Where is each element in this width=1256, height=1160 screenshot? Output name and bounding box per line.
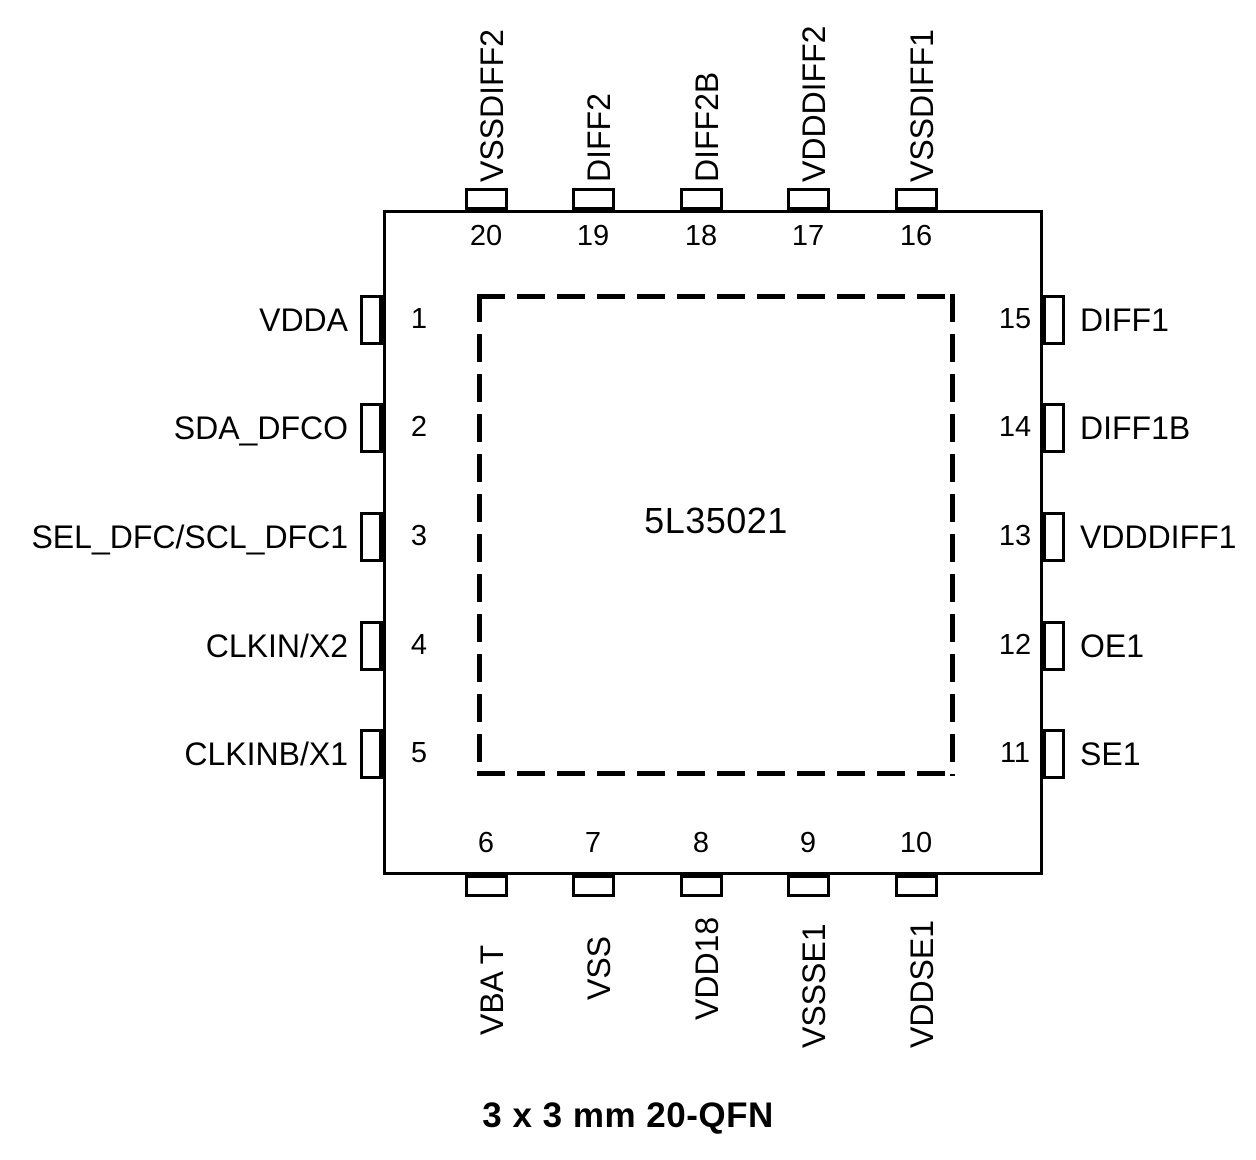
pin-number-20: 20: [469, 220, 503, 252]
pin-pad-8[interactable]: [680, 874, 723, 897]
pin-pad-3[interactable]: [360, 512, 383, 562]
pin-label-20: VSSDIFF2: [474, 29, 510, 182]
pin-pad-2[interactable]: [360, 403, 383, 453]
pin-number-9: 9: [799, 827, 817, 859]
pin-label-10: VDDSE1: [904, 919, 940, 1048]
pin-pad-20[interactable]: [465, 188, 508, 211]
pin-number-1: 1: [410, 303, 428, 335]
pin-pad-12[interactable]: [1042, 621, 1065, 671]
pin-label-17: VDDDIFF2: [796, 25, 832, 182]
pin-number-2: 2: [410, 411, 428, 443]
pin-pad-9[interactable]: [787, 874, 830, 897]
pin-number-12: 12: [998, 629, 1032, 661]
pin-label-18: DIFF2B: [689, 71, 725, 182]
pin-pad-4[interactable]: [360, 621, 383, 671]
pin-number-13: 13: [998, 520, 1032, 552]
pin-pad-18[interactable]: [680, 188, 723, 211]
pin-number-16: 16: [899, 220, 933, 252]
pin-number-8: 8: [692, 827, 710, 859]
pin-number-17: 17: [791, 220, 825, 252]
pin-label-14: DIFF1B: [1080, 410, 1191, 446]
pin-number-18: 18: [684, 220, 718, 252]
pin-pad-6[interactable]: [465, 874, 508, 897]
pin-number-19: 19: [576, 220, 610, 252]
pin-label-7: VSS: [581, 935, 617, 1000]
pin-label-8: VDD18: [689, 916, 725, 1020]
pin-label-2: SDA_DFCO: [173, 410, 348, 446]
pin-pad-14[interactable]: [1042, 403, 1065, 453]
pin-label-13: VDDDIFF1: [1080, 519, 1237, 555]
pin-label-1: VDDA: [259, 302, 348, 338]
pin-pad-1[interactable]: [360, 295, 383, 345]
pin-pad-7[interactable]: [572, 874, 615, 897]
pin-label-16: VSSDIFF1: [904, 29, 940, 182]
pin-pad-13[interactable]: [1042, 512, 1065, 562]
pin-number-6: 6: [477, 827, 495, 859]
pin-label-9: VSSSE1: [796, 923, 832, 1048]
pin-label-11: SE1: [1080, 736, 1141, 772]
pin-number-15: 15: [998, 303, 1032, 335]
pin-label-5: CLKINB/X1: [184, 736, 348, 772]
pin-number-11: 11: [999, 737, 1031, 769]
thermal-pad-dashed-outline: [477, 294, 955, 776]
pin-number-14: 14: [998, 411, 1032, 443]
pin-number-4: 4: [410, 629, 428, 661]
pin-pad-17[interactable]: [787, 188, 830, 211]
pin-pad-16[interactable]: [895, 188, 938, 211]
pin-pad-19[interactable]: [572, 188, 615, 211]
pin-number-3: 3: [410, 520, 428, 552]
part-number-label: 5L35021: [644, 500, 788, 541]
pin-label-19: DIFF2: [581, 93, 617, 182]
pin-number-5: 5: [410, 737, 428, 769]
pin-label-12: OE1: [1080, 628, 1145, 664]
pin-label-3: SEL_DFC/SCL_DFC1: [31, 519, 348, 555]
pin-label-4: CLKIN/X2: [205, 628, 348, 664]
pin-label-6: VBA T: [474, 944, 510, 1035]
pin-number-7: 7: [584, 827, 602, 859]
pin-pad-15[interactable]: [1042, 295, 1065, 345]
pin-label-15: DIFF1: [1080, 302, 1169, 338]
pin-pad-10[interactable]: [895, 874, 938, 897]
pin-pad-5[interactable]: [360, 729, 383, 779]
package-caption: 3 x 3 mm 20-QFN: [482, 1096, 774, 1135]
pin-pad-11[interactable]: [1042, 729, 1065, 779]
pin-number-10: 10: [899, 827, 933, 859]
